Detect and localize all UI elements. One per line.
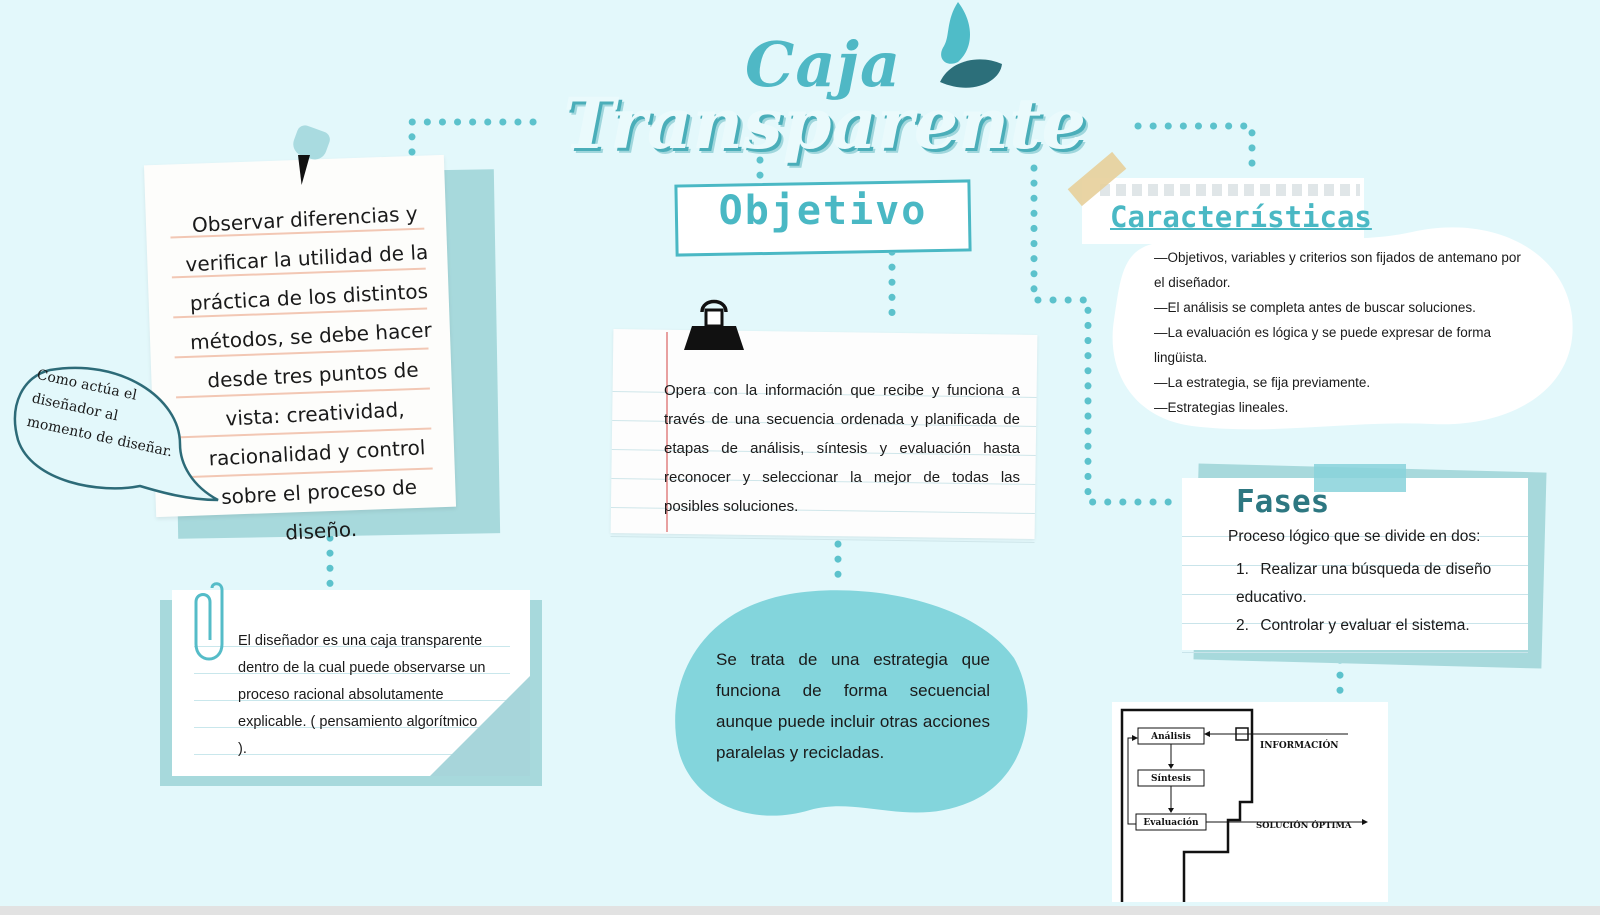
decorative-tape-strip [1100,184,1360,196]
caracteristicas-item: —El análisis se completa antes de buscar… [1154,300,1476,315]
flow-node-analisis: Análisis [1150,731,1191,742]
fases-item-text: Controlar y evaluar el sistema. [1260,617,1470,634]
objetivo-text: Opera con la información que recibe y fu… [664,382,1020,515]
bottom-left-note-text: El diseñador es una caja transparente de… [238,633,486,757]
fases-tape [1314,464,1406,492]
push-pin-icon [289,123,333,163]
caracteristicas-title: Características [1110,200,1372,234]
fases-item: 2. Controlar y evaluar el sistema. [1236,612,1516,640]
caracteristicas-item: —La estrategia, se fija previamente. [1154,375,1371,390]
caracteristicas-cloud [1112,227,1573,430]
fases-item: 1. Realizar una búsqueda de diseño educa… [1236,556,1516,612]
flow-node-evaluacion: Evaluación [1143,817,1199,828]
flow-output-label: SOLUCIÓN ÓPTIMA [1256,819,1352,831]
speech-bubble [13,366,219,502]
strategy-blob [675,590,1028,816]
flowchart-diagram: Análisis Síntesis Evaluación INFORMACIÓN… [1112,702,1388,902]
caracteristicas-list: —Objetivos, variables y criterios son fi… [1154,245,1530,420]
objetivo-label: Objetivo [718,188,928,234]
strategy-blob-text: Se trata de una estrategia que funciona … [716,650,990,762]
flow-node-sintesis: Síntesis [1151,773,1191,784]
bottom-scroll-edge [0,906,1600,915]
fases-item-number: 1. [1236,561,1249,578]
caracteristicas-item: —Objetivos, variables y criterios son fi… [1154,250,1521,290]
fases-title: Fases [1236,484,1330,520]
objetivo-note-margin [666,332,668,532]
paperclip-icon [194,582,224,661]
caracteristicas-item: —Estrategias lineales. [1154,400,1289,415]
binder-clip-icon [684,299,744,350]
caracteristicas-item: —La evaluación es lógica y se puede expr… [1154,325,1491,365]
fases-list: 1. Realizar una búsqueda de diseño educa… [1236,556,1516,640]
fases-item-number: 2. [1236,617,1249,634]
title-line-2: Transparente [563,82,1087,165]
fases-intro: Proceso lógico que se divide en dos: [1228,528,1481,545]
fases-item-text: Realizar una búsqueda de diseño educativ… [1236,561,1492,606]
fases-note-paper [1182,478,1528,653]
flow-input-label: INFORMACIÓN [1260,739,1339,751]
title-line-1: Caja [745,28,902,101]
drop-decoration-icon [940,2,1002,88]
